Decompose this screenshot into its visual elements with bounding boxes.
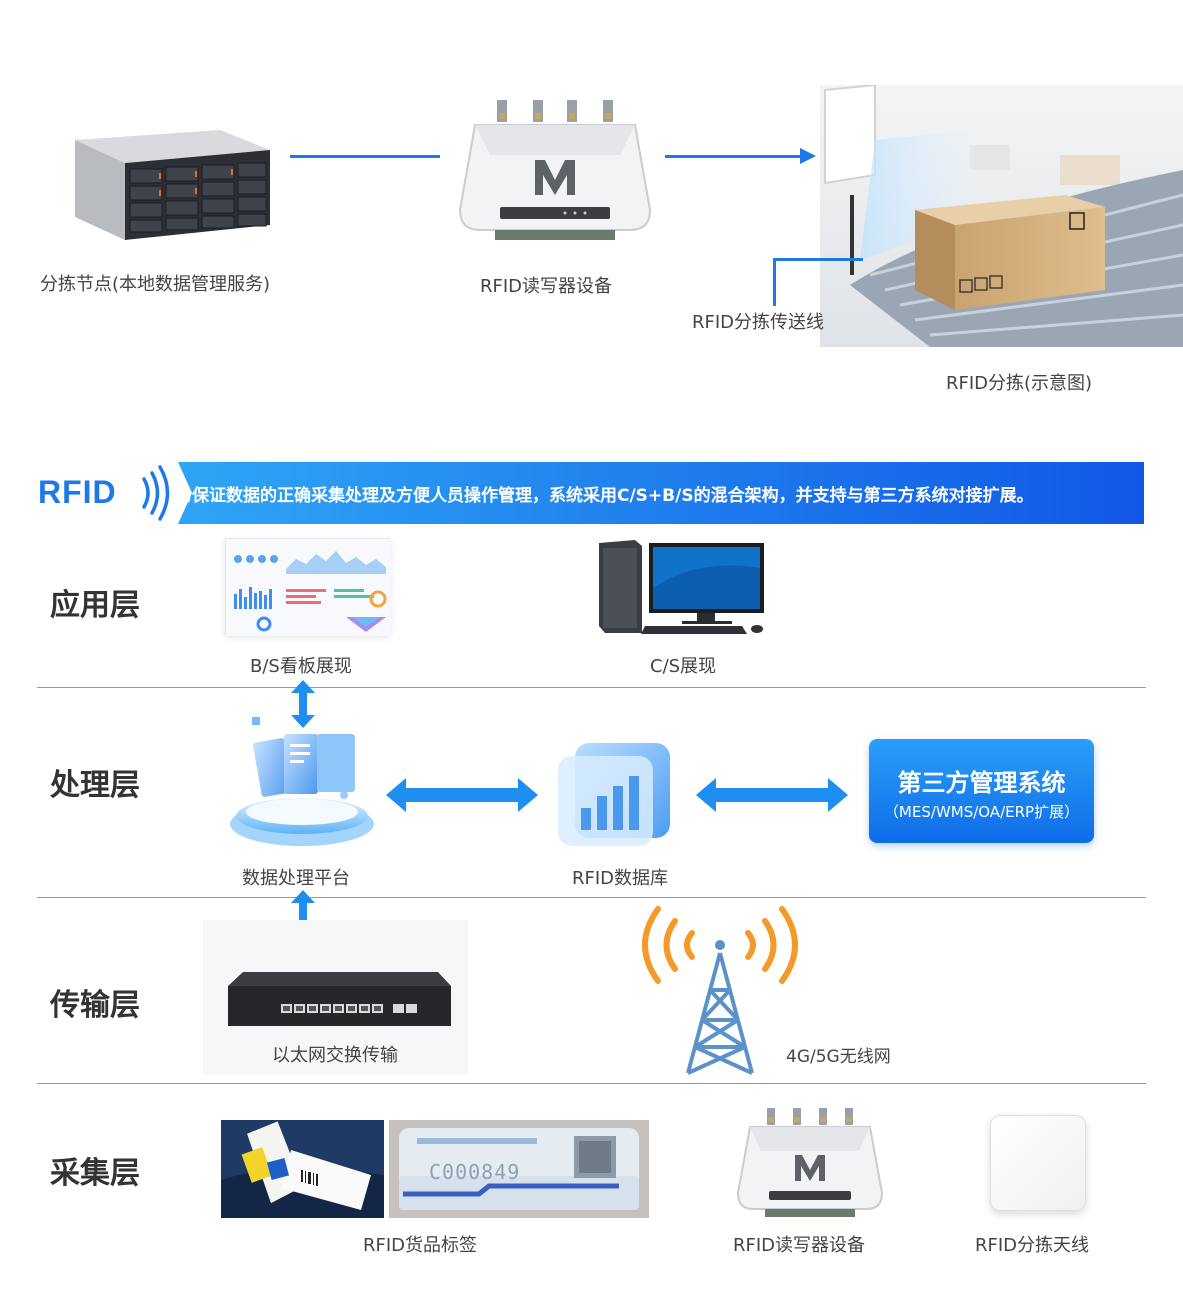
rfid-database-image bbox=[553, 738, 675, 850]
platform-db-double-arrow bbox=[386, 778, 538, 812]
rfid-reader-image-top bbox=[455, 95, 655, 245]
rfid-reader-image-bottom bbox=[735, 1105, 885, 1220]
rfid-card-code: C000849 bbox=[429, 1160, 521, 1184]
rfid-banner: RFID 为保证数据的正确采集处理及方便人员操作管理，系统采用C/S+B/S的混… bbox=[38, 462, 1144, 524]
reader-label-bottom: RFID读写器设备 bbox=[733, 1235, 866, 1256]
rfid-card-photo: C000849 bbox=[389, 1120, 649, 1218]
layer-title-collect: 采集层 bbox=[50, 1156, 140, 1191]
divider-transport-collect bbox=[37, 1083, 1146, 1084]
divider-process-transport bbox=[37, 897, 1146, 898]
scene-caption: RFID分拣(示意图) bbox=[946, 373, 1093, 394]
divider-app-process bbox=[37, 687, 1146, 688]
third-party-subtitle: （MES/WMS/OA/ERP扩展） bbox=[883, 803, 1080, 821]
conveyor-scene-image bbox=[820, 85, 1183, 347]
banner-bar bbox=[178, 462, 1144, 524]
ethernet-label: 以太网交换传输 bbox=[272, 1045, 398, 1066]
server-reader-connector bbox=[290, 155, 440, 158]
layer-title-app: 应用层 bbox=[50, 588, 140, 623]
ethernet-switch-image bbox=[203, 920, 468, 1075]
server-rack-image bbox=[70, 125, 275, 245]
cs-pc-image bbox=[597, 538, 767, 636]
banner-text: 为保证数据的正确采集处理及方便人员操作管理，系统采用C/S+B/S的混合架构，并… bbox=[175, 486, 1034, 506]
cell-tower-image bbox=[630, 905, 810, 1080]
luggage-tag-photo bbox=[221, 1120, 384, 1218]
conveyor-label: RFID分拣传送线 bbox=[692, 312, 825, 333]
rfid-logo-text: RFID bbox=[38, 474, 117, 510]
cs-label: C/S展现 bbox=[650, 656, 717, 677]
db-label: RFID数据库 bbox=[572, 868, 669, 889]
third-party-title: 第三方管理系统 bbox=[897, 769, 1066, 797]
rfid-antenna-image bbox=[990, 1115, 1086, 1211]
server-label: 分拣节点(本地数据管理服务) bbox=[40, 274, 271, 295]
conveyor-pointer-line bbox=[773, 258, 776, 306]
platform-label: 数据处理平台 bbox=[242, 868, 350, 889]
layer-title-transport: 传输层 bbox=[50, 988, 140, 1023]
tag-label: RFID货品标签 bbox=[363, 1235, 478, 1256]
db-thirdparty-double-arrow bbox=[696, 778, 848, 812]
bs-platform-double-arrow bbox=[290, 680, 316, 728]
reader-label-top: RFID读写器设备 bbox=[480, 276, 613, 297]
rfid-logo-icon bbox=[142, 465, 170, 521]
layer-title-process: 处理层 bbox=[50, 768, 140, 803]
wireless-label: 4G/5G无线网 bbox=[786, 1047, 891, 1067]
data-platform-image bbox=[222, 712, 382, 852]
reader-antenna-arrowhead bbox=[800, 148, 816, 164]
third-party-system-box: 第三方管理系统 （MES/WMS/OA/ERP扩展） bbox=[869, 739, 1094, 843]
antenna-label: RFID分拣天线 bbox=[975, 1235, 1090, 1256]
bs-dashboard-image bbox=[225, 538, 391, 636]
bs-label: B/S看板展现 bbox=[250, 656, 352, 677]
conveyor-pointer-line-h bbox=[773, 258, 863, 261]
reader-antenna-connector bbox=[665, 155, 805, 158]
